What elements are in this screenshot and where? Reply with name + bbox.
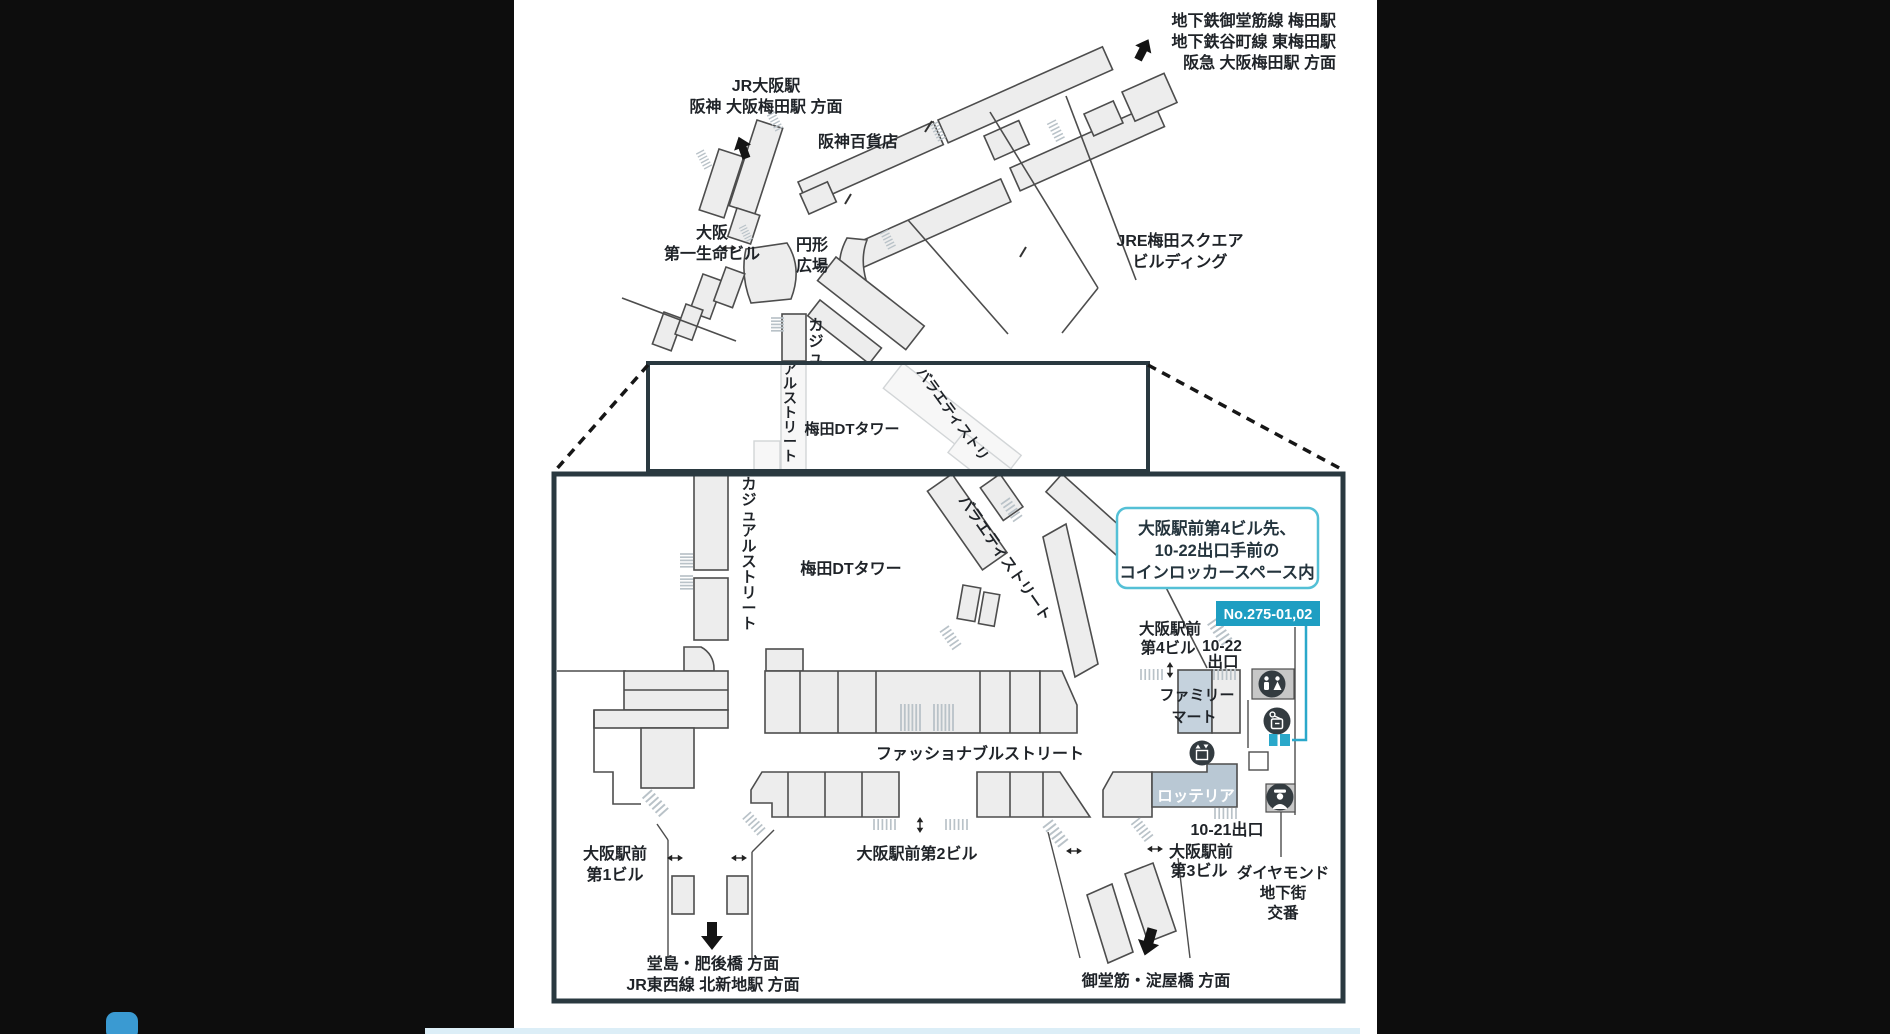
- corner-button[interactable]: [106, 1012, 138, 1034]
- dt-tower-label: 梅田DTタワー: [800, 559, 901, 578]
- elevator-icon: [1189, 740, 1215, 766]
- callout-box: [1115, 506, 1320, 590]
- locker-marker-square: [1269, 734, 1278, 746]
- badge-number: No.275-01,02: [1224, 607, 1313, 623]
- round-plaza-shapes: [621, 237, 869, 352]
- right-service-corridor: [1247, 627, 1296, 857]
- northeast-corridor-buildings: [796, 45, 1179, 270]
- hanshin-department-store-label: 阪神百貨店: [818, 132, 898, 151]
- corridor-gap-ticks: [844, 120, 1027, 258]
- building-2-label: 大阪駅前第2ビル: [857, 844, 978, 863]
- fashionable-street-label: ファッショナブルストリート: [876, 744, 1084, 763]
- familymart-building: ファミリー マート: [1140, 668, 1241, 734]
- casual-street-faded-label: アルストリート: [783, 361, 797, 464]
- casual-street-top-label: カジュ: [808, 317, 823, 366]
- callout-line2: 10-22出口手前の: [1155, 540, 1280, 560]
- exit-jr-label-line2: 阪神 大阪梅田駅 方面: [690, 97, 843, 116]
- exit-10-22-label-line3: 10-22: [1202, 638, 1242, 655]
- round-plaza-label-line1: 円形: [796, 235, 828, 254]
- midosuji-direction-label: 御堂筋・淀屋橋 方面: [1081, 971, 1230, 990]
- jre-square-label-line1: JRE梅田スクエア: [1116, 231, 1243, 250]
- familymart-label-line1: ファミリー: [1159, 687, 1234, 704]
- left-room-buildings: [557, 670, 766, 836]
- exit-subway-label-line1: 地下鉄御堂筋線 梅田駅: [1172, 11, 1337, 30]
- restroom-icon: [1258, 670, 1286, 698]
- dt-tower-faded-label: 梅田DTタワー: [805, 420, 900, 438]
- police-icon: [1266, 783, 1294, 811]
- badge-background: [1216, 601, 1320, 626]
- exit-10-22-label-line2: 第4ビル: [1140, 638, 1196, 657]
- upper-shop-row: [764, 648, 1078, 734]
- building-3-label-line1: 大阪駅前: [1169, 842, 1233, 861]
- bottom-strip: [425, 1028, 1360, 1034]
- detail-map: ロッテリア ファミリー マート: [551, 471, 1346, 1004]
- daiichi-seimei-label-line2: 第一生命ビル: [664, 244, 760, 263]
- exit-jr-label-line1: JR大阪駅: [732, 76, 801, 95]
- daiichi-seimei-label-line1: 大阪: [696, 223, 729, 242]
- second-shop-row: [750, 771, 1092, 833]
- casual-street-label: カジュアルストリート: [741, 476, 756, 633]
- building-3-label-line2: 第3ビル: [1171, 861, 1228, 880]
- badge-connector-line: [1292, 626, 1308, 742]
- southeast-corridor-buildings: [806, 255, 926, 365]
- building-1-label-line1: 大阪駅前: [583, 844, 647, 863]
- zoom-context-box: 梅田DTタワー アルストリート バラエティストリ: [646, 361, 1150, 502]
- midosuji-passage: [1042, 817, 1191, 965]
- locker-marker-square: [1280, 734, 1290, 746]
- detail-box-border: [551, 471, 1346, 1004]
- police-box-label-line3: 交番: [1267, 903, 1299, 922]
- round-plaza-label-line2: 広場: [796, 256, 828, 275]
- dojima-direction-label-line2: JR東西線 北新地駅 方面: [626, 975, 799, 994]
- building-1-label-line2: 第1ビル: [587, 865, 644, 884]
- lotteria-building: ロッテリア: [1102, 763, 1238, 820]
- familymart-label-line2: マート: [1171, 709, 1216, 726]
- context-box-border: [646, 361, 1150, 473]
- jre-square-label-line2: ビルディング: [1133, 252, 1228, 271]
- dojima-direction-label-line1: 堂島・肥後橋 方面: [647, 954, 779, 973]
- zoom-projection-dashes: [552, 363, 1344, 474]
- exit-subway-label-line2: 地下鉄谷町線 東梅田駅: [1172, 32, 1337, 51]
- callout-line3: コインロッカースペース内: [1119, 562, 1314, 582]
- dojima-passages: [656, 823, 775, 958]
- callout-line1: 大阪駅前第4ビル先、: [1138, 518, 1296, 538]
- lotteria-label: ロッテリア: [1157, 788, 1235, 805]
- upper-overview-map: JR大阪駅 阪神 大阪梅田駅 方面 地下鉄御堂筋線 梅田駅 地下鉄谷町線 東梅田…: [621, 11, 1337, 366]
- casual-street-corridor-top: [781, 313, 807, 362]
- coin-locker-icon: [1263, 707, 1291, 735]
- locker-callout: 大阪駅前第4ビル先、 10-22出口手前の コインロッカースペース内: [1115, 506, 1320, 590]
- exit-10-22-label-line1: 大阪駅前: [1139, 619, 1201, 638]
- exit-subway-label-line3: 阪急 大阪梅田駅 方面: [1183, 53, 1336, 72]
- police-box-label-line2: 地下街: [1260, 883, 1307, 902]
- exit-10-22-label-line4: 出口: [1207, 652, 1238, 671]
- exit-10-21-label: 10-21出口: [1191, 820, 1264, 839]
- locker-number-badge: No.275-01,02: [1216, 601, 1320, 742]
- jre-area-boundaries: [907, 95, 1137, 335]
- police-box-label-line1: ダイヤモンド: [1237, 863, 1330, 882]
